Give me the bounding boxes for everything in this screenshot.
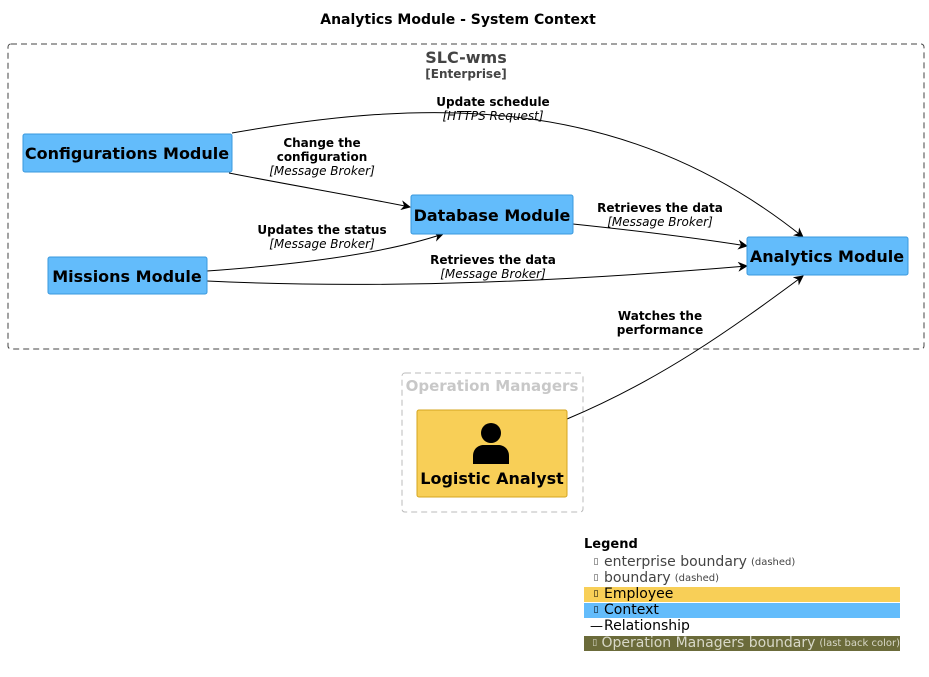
legend-item-note: (dashed) — [750, 557, 796, 568]
tech-change-configuration: [Message Broker] — [269, 164, 375, 178]
edge-change-configuration — [228, 172, 411, 211]
label-change-configuration-2: configuration — [277, 150, 368, 164]
operation-managers-boundary — [401, 372, 584, 513]
legend-relationship-line-icon: — — [590, 619, 603, 634]
legend-boundary: ▯ boundary (dashed) — [584, 570, 720, 586]
tech-updates-status: [Message Broker] — [269, 237, 375, 251]
edge-retrieves-data-db — [572, 223, 748, 250]
node-logistic-analyst[interactable]: Logistic Analyst — [416, 409, 568, 498]
enterprise-boundary-name: SLC-wms — [425, 48, 506, 67]
label-watches-performance-2: performance — [617, 323, 703, 337]
label-update-schedule: Update schedule — [436, 95, 549, 109]
edge-watches-performance — [566, 275, 804, 420]
legend-item-note: (dashed) — [674, 573, 720, 584]
tech-update-schedule: [HTTPS Request] — [443, 109, 544, 123]
operation-managers-boundary-name: Operation Managers — [406, 377, 579, 395]
legend-context: ▯ Context — [584, 603, 900, 618]
node-analytics-module[interactable]: Analytics Module — [746, 236, 909, 276]
legend-operation-managers-boundary: ▯ Operation Managers boundary (last back… — [584, 636, 900, 651]
edge-update-schedule — [231, 112, 804, 238]
node-configurations-module[interactable]: Configurations Module — [22, 133, 233, 173]
person-icon — [473, 423, 509, 464]
legend-title: Legend — [584, 537, 638, 552]
legend-item-label: Operation Managers boundary — [601, 635, 816, 651]
label-updates-status: Updates the status — [257, 223, 386, 237]
enterprise-boundary — [7, 43, 925, 350]
legend-employee: ▯ Employee — [584, 587, 900, 602]
legend-boundary-symbol-icon: ▯ — [592, 638, 598, 648]
legend-employee-symbol-icon: ▯ — [593, 589, 599, 599]
label-change-configuration-1: Change the — [283, 136, 360, 150]
node-database-module[interactable]: Database Module — [410, 194, 574, 235]
tech-retrieves-data-db: [Message Broker] — [607, 215, 713, 229]
node-configurations-module-label: Configurations Module — [25, 144, 229, 163]
legend-context-symbol-icon: ▯ — [593, 605, 599, 615]
label-retrieves-data-missions: Retrieves the data — [430, 253, 556, 267]
diagram-title: Analytics Module - System Context — [320, 12, 596, 28]
node-database-module-label: Database Module — [414, 206, 571, 225]
legend-item-label: Context — [604, 602, 659, 618]
legend-item-label: Relationship — [604, 618, 690, 634]
node-missions-module-label: Missions Module — [52, 267, 202, 286]
relationships — [206, 112, 804, 420]
legend-boundary-symbol-icon: ▯ — [593, 557, 599, 567]
tech-retrieves-data-missions: [Message Broker] — [440, 267, 546, 281]
legend-enterprise-boundary: ▯ enterprise boundary (dashed) — [584, 554, 796, 570]
label-retrieves-data-db: Retrieves the data — [597, 201, 723, 215]
legend-item-label: Employee — [604, 586, 674, 602]
edge-updates-status — [206, 232, 444, 272]
legend-item-note: (last back color) — [819, 638, 900, 649]
legend-relationship: — Relationship — [584, 618, 690, 635]
legend-boundary-symbol-icon: ▯ — [593, 573, 599, 583]
node-logistic-analyst-label: Logistic Analyst — [420, 469, 564, 488]
edge-retrieves-data-missions — [206, 261, 748, 285]
node-analytics-module-label: Analytics Module — [750, 247, 904, 266]
legend-item-label: boundary — [604, 570, 671, 586]
node-missions-module[interactable]: Missions Module — [47, 256, 208, 295]
enterprise-boundary-type: [Enterprise] — [425, 67, 506, 81]
legend-item-label: enterprise boundary — [604, 554, 747, 570]
label-watches-performance-1: Watches the — [618, 309, 702, 323]
